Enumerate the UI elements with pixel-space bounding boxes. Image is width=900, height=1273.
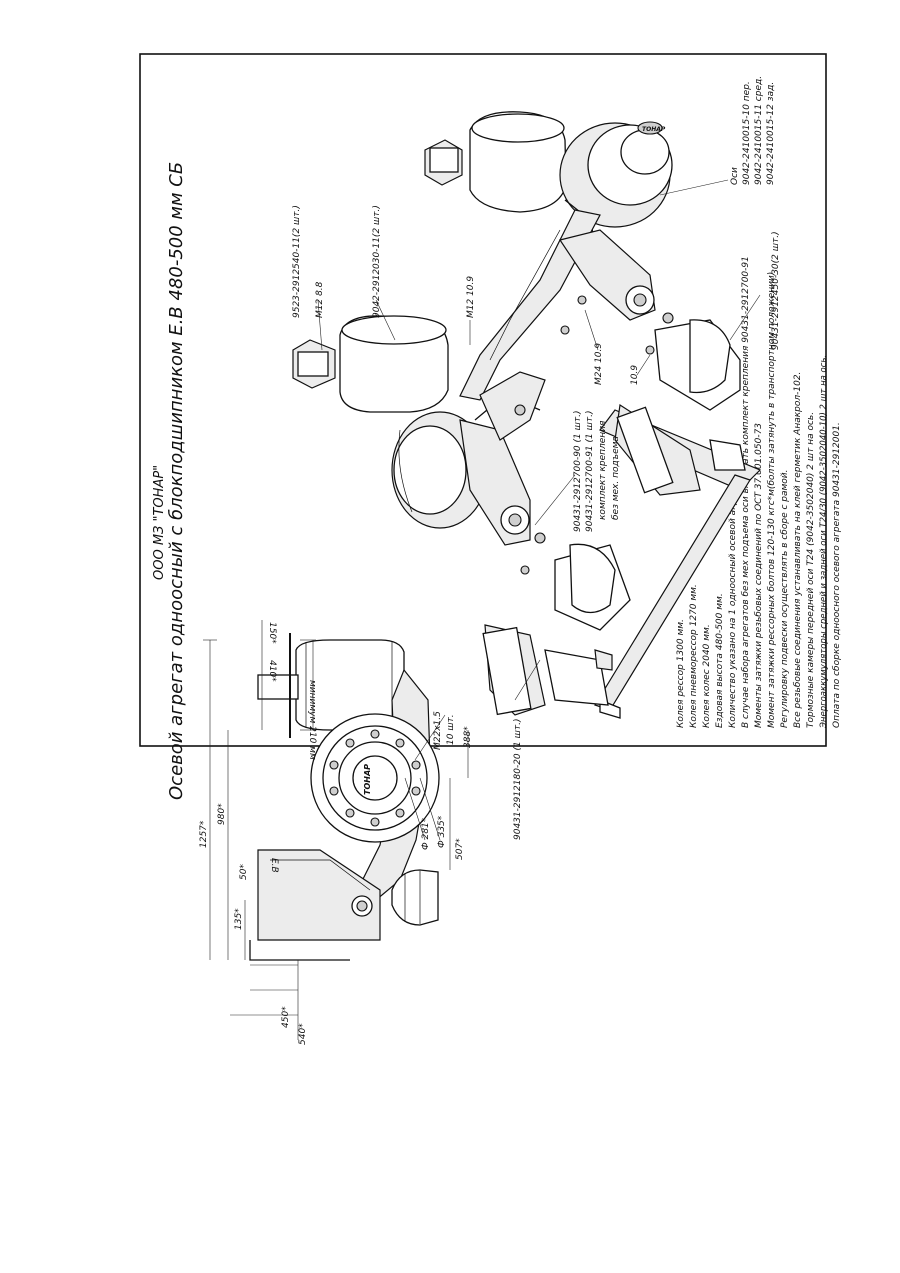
dim-1257: 1257* [199, 820, 209, 848]
callout-axles-title: Оси [730, 167, 740, 185]
part-callouts: 9523-2912540-11(2 шт.) М12 8.8 9042-2912… [292, 76, 781, 840]
callout-bracket-right: 90431-2912450-30(2 шт.) [771, 231, 781, 350]
callout-chamber-support: 9523-2912540-11(2 шт.) [292, 205, 302, 318]
note-10: Все резьбовые соединения устанавливать н… [793, 372, 803, 728]
note-11: Тормозные камеры передней оси T24 (9042-… [806, 412, 816, 728]
note-1: Колея рессор 1300 мм. [676, 619, 686, 728]
isometric-assembly: ТОНАР [292, 111, 762, 719]
company-name: ООО МЗ "ТОНАР" [152, 465, 167, 580]
hub-logo: ТОНАР [363, 764, 372, 795]
callout-mount-kit-1: 90431-2912700-90 (1 шт.) [573, 411, 583, 532]
callout-bolt-m24-109: М24 10.9 [594, 343, 604, 385]
dim-450: 450* [281, 1006, 291, 1028]
dim-507: 507* [455, 838, 465, 860]
note-9: Регулировку подвески осуществлять в сбор… [780, 469, 790, 728]
drawing-frame [139, 53, 827, 747]
dim-diam-335: Ф 335* [437, 815, 447, 848]
callout-torque-class: 10.9 [630, 365, 640, 385]
dim-540: 540* [298, 1023, 308, 1045]
dim-50: 50* [239, 864, 249, 880]
dim-135: 135* [234, 908, 244, 930]
technical-notes: Колея рессор 1300 мм. Колея пневморессор… [676, 256, 842, 729]
dim-ride-height: Е.В [269, 858, 279, 873]
callout-bolt-m12-88: М12 8.8 [315, 281, 325, 318]
side-view-dimensions: минимум 210 мм 150* 410* 1257* 980* 135*… [199, 620, 473, 1045]
dim-410: 410* [267, 660, 277, 682]
dim-150: 150* [267, 622, 277, 644]
note-7: Моменты затяжки резьбовых соединений по … [754, 423, 764, 728]
note-5: Количество указано на 1 одноосный осевой… [728, 475, 738, 728]
callout-mount-kit-note-2: без мех. подъема [611, 436, 621, 520]
hub-logo-top: ТОНАР [642, 126, 666, 133]
note-2: Колея пневморессор 1270 мм. [689, 584, 699, 728]
callout-crossmember: 90431-2912180-20 (1 шт.) [513, 719, 523, 840]
callout-air-spring: 9042-2912030-11(2 шт.) [372, 205, 382, 318]
callout-mount-kit-note-1: комплект крепления [598, 420, 608, 520]
dim-min-210: минимум 210 мм [307, 680, 317, 760]
note-4: Ездовая высота 480-500 мм. [715, 593, 725, 728]
dim-388: 388* [463, 726, 473, 748]
leader-lines [317, 179, 761, 701]
dim-980: 980* [217, 803, 227, 825]
note-8: Момент затяжки рессорных болтов 120-130 … [767, 272, 777, 728]
callout-axle-middle: 9042-2410015-11 сред. [754, 76, 764, 185]
side-view: ТОНАР [249, 633, 440, 961]
callout-axle-front: 9042-2410015-10 пер. [742, 81, 752, 185]
note-6: В случае наборa агрегатов без мех подъем… [741, 256, 751, 728]
callout-mount-kit-2: 90431-2912700-91 (1 шт.) [585, 411, 595, 532]
note-13: Оплата по сборке одноосного осевого агре… [832, 422, 842, 728]
dim-m22-qty: 10 шт. [446, 714, 456, 745]
callout-axle-rear: 9042-2410015-12 зад. [766, 82, 776, 185]
drawing-title: Осевой агрегат одноосный с блокподшипник… [166, 162, 187, 800]
dim-diam-281: Ф 281* [421, 817, 431, 850]
callout-bolt-m12-109: М12 10.9 [466, 276, 476, 318]
dim-m22: М22х1.5 [433, 711, 443, 750]
note-3: Колея колес 2040 мм. [702, 624, 712, 728]
note-12: Энергоаккумуляторы средней и задней оси … [819, 355, 829, 729]
